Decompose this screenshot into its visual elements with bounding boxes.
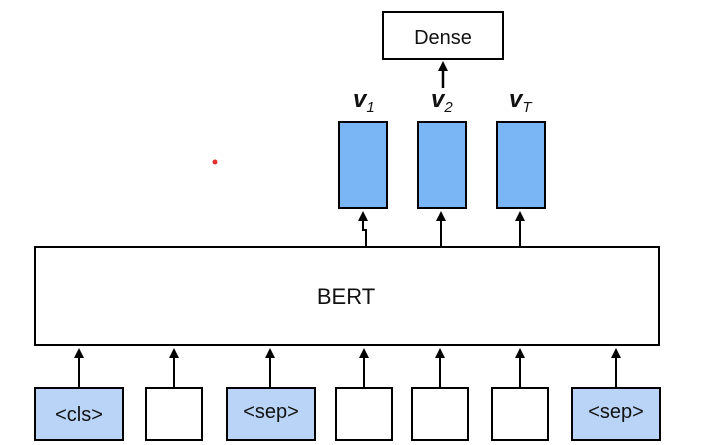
input-token-2 bbox=[145, 387, 203, 441]
output-vector-v1 bbox=[338, 121, 388, 209]
output-vector-v2 bbox=[417, 121, 467, 209]
input-token-3 bbox=[226, 387, 316, 441]
dense-box bbox=[382, 11, 504, 60]
output-symbol-v1: v bbox=[353, 86, 368, 113]
dense-label: Dense bbox=[414, 27, 472, 49]
bert-box bbox=[34, 246, 660, 346]
input-token-1 bbox=[34, 387, 124, 441]
output-subscript-vT: T bbox=[522, 99, 533, 116]
input-token-3-label: <sep> bbox=[243, 401, 299, 423]
input-token-1-label: <cls> bbox=[55, 404, 103, 426]
output-label-v2: v2 bbox=[431, 86, 453, 116]
bert-label: BERT bbox=[317, 284, 375, 309]
output-symbol-vT: v bbox=[509, 86, 524, 113]
output-subscript-v1: 1 bbox=[366, 99, 374, 116]
connector-v1 bbox=[358, 211, 368, 247]
output-label-v1: v1 bbox=[353, 86, 375, 116]
input-token-6 bbox=[491, 387, 549, 441]
output-symbol-v2: v bbox=[431, 86, 446, 113]
output-vector-vT bbox=[496, 121, 546, 209]
input-token-7 bbox=[571, 387, 661, 441]
output-label-vT: vT bbox=[509, 86, 533, 116]
input-token-4 bbox=[335, 387, 393, 441]
input-token-5 bbox=[411, 387, 469, 441]
marker-dot bbox=[212, 159, 218, 165]
input-token-7-label: <sep> bbox=[588, 401, 644, 423]
output-subscript-v2: 2 bbox=[443, 99, 453, 116]
